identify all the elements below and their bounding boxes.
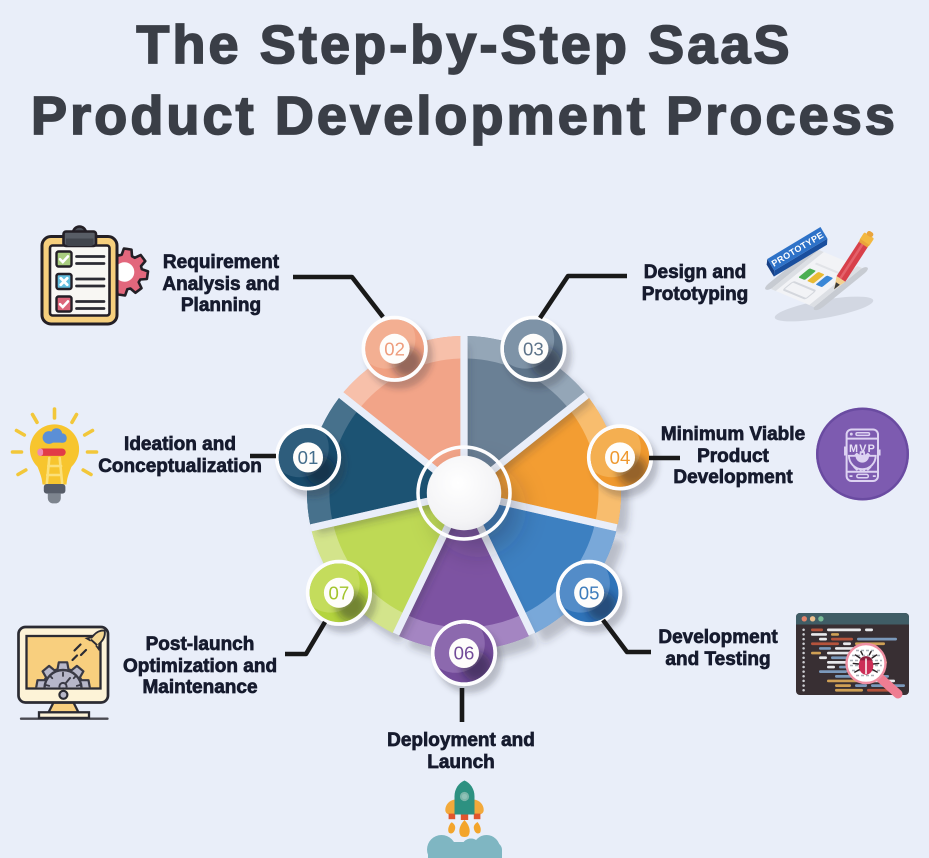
svg-text:03: 03 (523, 338, 544, 359)
svg-text:MVP: MVP (849, 443, 876, 455)
svg-text:02: 02 (384, 338, 405, 359)
svg-text:06: 06 (454, 643, 475, 664)
svg-text:05: 05 (579, 582, 600, 603)
svg-text:04: 04 (610, 447, 631, 468)
svg-text:07: 07 (329, 582, 350, 603)
svg-text:01: 01 (298, 447, 319, 468)
